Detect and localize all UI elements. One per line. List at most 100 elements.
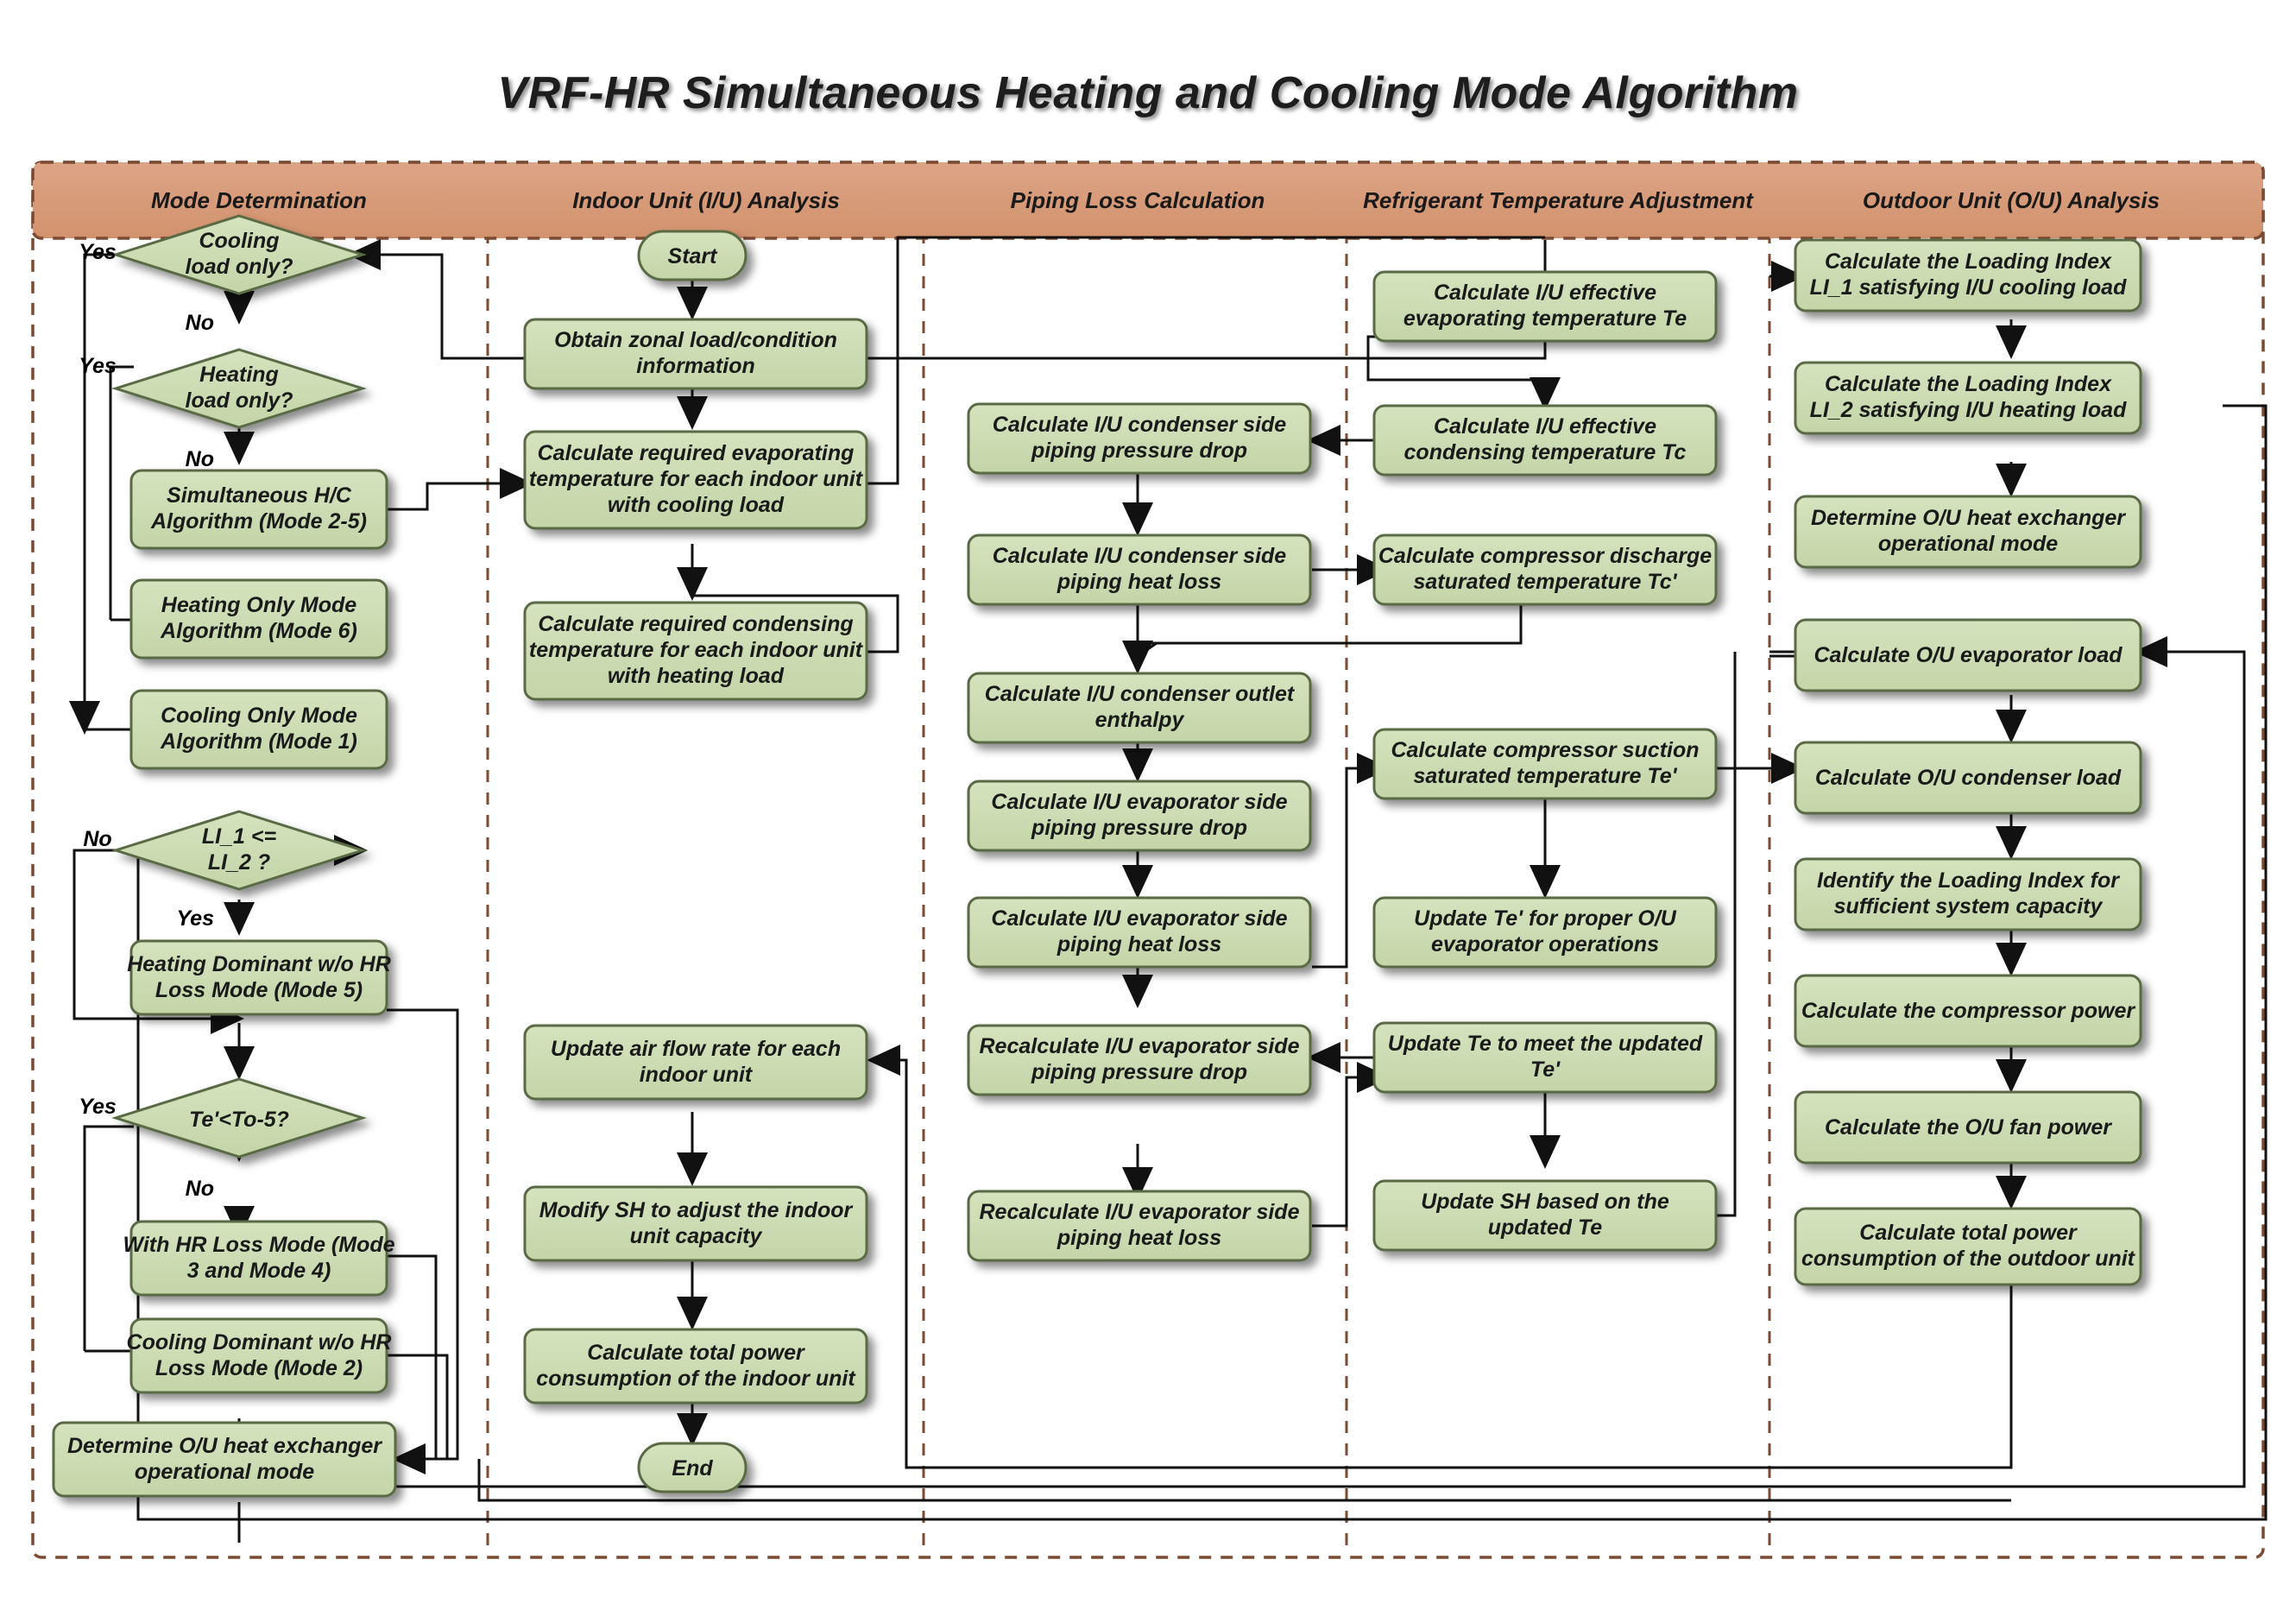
node-calc-iu-effective-condensing-tc[interactable]: Calculate I/U effective condensing tempe… — [1372, 404, 1718, 477]
edge-label-no-li: No — [83, 827, 111, 851]
node-determine-ou-heat-exchanger-mode-left[interactable]: Determine O/U heat exchanger operational… — [52, 1421, 397, 1498]
node-label: Calculate O/U evaporator load — [1813, 643, 2123, 667]
node-calc-compressor-suction-te[interactable]: Calculate compressor suction saturated t… — [1372, 728, 1718, 800]
lane-header-piping-loss-calculation: Piping Loss Calculation — [1011, 187, 1265, 213]
lane-header-refrigerant-temperature-adjustment: Refrigerant Temperature Adjustment — [1363, 187, 1754, 213]
node-cooling-only-mode-algorithm[interactable]: Cooling Only Mode Algorithm (Mode 1) — [129, 689, 388, 770]
node-calc-ou-evaporator-load[interactable]: Calculate O/U evaporator load — [1794, 618, 2142, 692]
node-calc-required-evaporating-temp[interactable]: Calculate required evaporating temperatu… — [523, 430, 868, 530]
node-cooling-load-only[interactable]: Cooling load only? — [111, 214, 367, 295]
node-label: LI_1 satisfying I/U cooling load — [1810, 275, 2127, 300]
node-label: Loss Mode (Mode 2) — [155, 1356, 363, 1380]
node-calc-total-power-outdoor[interactable]: Calculate total power consumption of the… — [1794, 1207, 2142, 1286]
node-label: Calculate I/U evaporator side — [991, 790, 1287, 814]
node-label: LI_1 <= — [202, 824, 277, 849]
node-label: Calculate O/U condenser load — [1815, 766, 2122, 790]
node-calc-compressor-discharge-tc[interactable]: Calculate compressor discharge saturated… — [1372, 534, 1718, 606]
node-heating-load-only[interactable]: Heating load only? — [111, 348, 367, 429]
node-recalc-iu-evap-piping-heat-loss[interactable]: Recalculate I/U evaporator side piping h… — [967, 1190, 1312, 1262]
node-label: Algorithm (Mode 1) — [160, 729, 357, 754]
node-calc-iu-cond-piping-pressure-drop[interactable]: Calculate I/U condenser side piping pres… — [967, 402, 1312, 475]
node-label: Cooling Only Mode — [161, 704, 357, 728]
node-label: Recalculate I/U evaporator side — [980, 1034, 1300, 1058]
node-calc-iu-evap-piping-heat-loss[interactable]: Calculate I/U evaporator side piping hea… — [967, 896, 1312, 969]
page-title: VRF-HR Simultaneous Heating and Cooling … — [497, 68, 1799, 118]
node-label: End — [672, 1456, 713, 1481]
node-calc-compressor-power[interactable]: Calculate the compressor power — [1794, 974, 2142, 1048]
node-calc-iu-cond-outlet-enthalpy[interactable]: Calculate I/U condenser outlet enthalpy — [967, 672, 1312, 744]
node-label: Calculate I/U condenser side — [993, 413, 1286, 437]
edge-label-no-te: No — [186, 1177, 214, 1201]
node-label: LI_2 satisfying I/U heating load — [1810, 398, 2127, 422]
node-label: updated Te — [1488, 1215, 1603, 1240]
node-end[interactable]: End — [637, 1442, 747, 1493]
node-label: unit capacity — [630, 1224, 763, 1248]
node-label: enthalpy — [1095, 708, 1185, 732]
node-label: piping heat loss — [1057, 932, 1221, 957]
node-label: Algorithm (Mode 2-5) — [150, 509, 367, 534]
node-calc-loading-index-li2[interactable]: Calculate the Loading Index LI_2 satisfy… — [1794, 361, 2142, 435]
node-heating-dominant-wo-hr-loss[interactable]: Heating Dominant w/o HR Loss Mode (Mode … — [127, 939, 391, 1016]
node-te-lt-to5-decision[interactable]: Te'<To-5? — [111, 1077, 367, 1159]
node-label: condensing temperature Tc — [1404, 440, 1687, 464]
node-label: Calculate total power — [1859, 1221, 2078, 1245]
node-label: Cooling — [199, 229, 279, 253]
node-calc-ou-fan-power[interactable]: Calculate the O/U fan power — [1794, 1090, 2142, 1165]
node-label: piping pressure drop — [1031, 439, 1247, 463]
node-calc-total-power-indoor[interactable]: Calculate total power consumption of the… — [523, 1328, 868, 1405]
node-label: Calculate compressor suction — [1391, 738, 1699, 762]
node-label: temperature for each indoor unit — [529, 638, 864, 662]
node-label: sufficient system capacity — [1834, 894, 2104, 919]
lane-header-band: Mode Determination Indoor Unit (I/U) Ana… — [31, 161, 2265, 240]
node-start[interactable]: Start — [637, 230, 747, 281]
node-label: Start — [668, 244, 719, 268]
lane-header-mode-determination: Mode Determination — [151, 187, 367, 213]
node-label: Calculate compressor discharge — [1378, 544, 1712, 568]
node-label: Calculate I/U condenser outlet — [985, 682, 1296, 706]
node-label: consumption of the outdoor unit — [1801, 1247, 2136, 1271]
node-update-sh-based-on-updated-te[interactable]: Update SH based on the updated Te — [1372, 1179, 1718, 1252]
node-label: Determine O/U heat exchanger — [67, 1434, 382, 1458]
node-determine-ou-heat-exchanger-mode-right[interactable]: Determine O/U heat exchanger operational… — [1794, 495, 2142, 569]
node-obtain-zonal-load-condition[interactable]: Obtain zonal load/condition information — [523, 318, 868, 390]
node-label: Algorithm (Mode 6) — [160, 619, 357, 643]
node-calc-iu-effective-evaporating-te[interactable]: Calculate I/U effective evaporating temp… — [1372, 270, 1718, 343]
node-label: LI_2 ? — [208, 850, 270, 874]
node-calc-required-condensing-temp[interactable]: Calculate required condensing temperatur… — [523, 601, 868, 701]
node-label: with cooling load — [608, 493, 785, 517]
node-calc-loading-index-li1[interactable]: Calculate the Loading Index LI_1 satisfy… — [1794, 238, 2142, 313]
node-update-te-meet-updated-te-prime[interactable]: Update Te to meet the updated Te' — [1372, 1021, 1718, 1094]
node-label: piping pressure drop — [1031, 816, 1247, 840]
node-label: load only? — [186, 388, 293, 413]
node-label: Update SH based on the — [1421, 1190, 1669, 1214]
node-label: Heating — [199, 363, 279, 387]
node-label: Calculate total power — [587, 1341, 805, 1365]
lane-header-outdoor-unit-analysis: Outdoor Unit (O/U) Analysis — [1863, 187, 2160, 213]
node-identify-loading-index-capacity[interactable]: Identify the Loading Index for sufficien… — [1794, 857, 2142, 931]
node-calc-iu-cond-piping-heat-loss[interactable]: Calculate I/U condenser side piping heat… — [967, 534, 1312, 606]
node-li1-lte-li2-decision[interactable]: LI_1 <= LI_2 ? — [111, 810, 367, 891]
node-update-air-flow-rate[interactable]: Update air flow rate for each indoor uni… — [523, 1024, 868, 1101]
node-label: Calculate the O/U fan power — [1825, 1115, 2112, 1140]
node-calc-ou-condenser-load[interactable]: Calculate O/U condenser load — [1794, 741, 2142, 815]
node-label: Update air flow rate for each — [551, 1037, 841, 1061]
node-label: Update Te' for proper O/U — [1414, 906, 1677, 931]
node-with-hr-loss-mode[interactable]: With HR Loss Mode (Mode 3 and Mode 4) — [123, 1220, 395, 1297]
node-label: Calculate the compressor power — [1801, 999, 2136, 1023]
edge-label-yes-te: Yes — [79, 1095, 117, 1119]
node-label: Heating Dominant w/o HR — [127, 952, 391, 976]
node-recalc-iu-evap-piping-pressure-drop[interactable]: Recalculate I/U evaporator side piping p… — [967, 1024, 1312, 1096]
node-modify-sh-adjust-capacity[interactable]: Modify SH to adjust the indoor unit capa… — [523, 1185, 868, 1262]
node-label: Calculate required evaporating — [538, 441, 855, 465]
node-update-te-prime-ou-evaporator[interactable]: Update Te' for proper O/U evaporator ope… — [1372, 896, 1718, 969]
node-label: Loss Mode (Mode 5) — [155, 978, 363, 1002]
node-label: Recalculate I/U evaporator side — [980, 1200, 1300, 1224]
node-label: saturated temperature Te' — [1413, 764, 1677, 788]
node-label: With HR Loss Mode (Mode — [123, 1233, 394, 1257]
node-cooling-dominant-wo-hr-loss[interactable]: Cooling Dominant w/o HR Loss Mode (Mode … — [127, 1317, 392, 1394]
node-simultaneous-hc-algorithm[interactable]: Simultaneous H/C Algorithm (Mode 2-5) — [129, 469, 388, 550]
node-heating-only-mode-algorithm[interactable]: Heating Only Mode Algorithm (Mode 6) — [129, 578, 388, 660]
node-label: Cooling Dominant w/o HR — [127, 1330, 392, 1354]
node-calc-iu-evap-piping-pressure-drop[interactable]: Calculate I/U evaporator side piping pre… — [967, 780, 1312, 852]
